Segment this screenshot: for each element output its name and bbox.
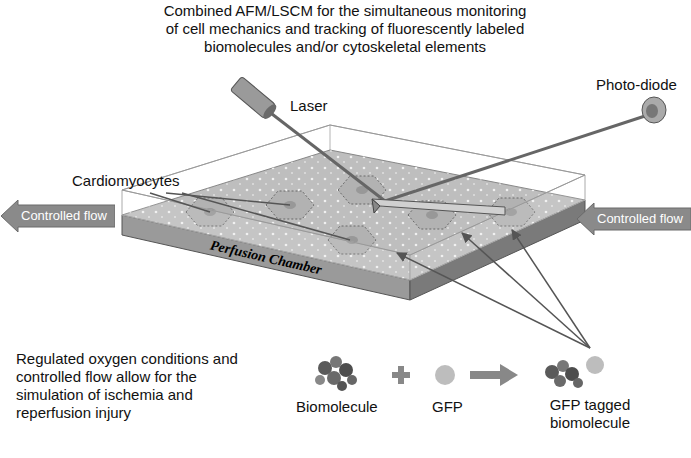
tagged-biomolecule-icon — [545, 356, 604, 388]
afm-cantilever — [372, 199, 505, 215]
note: Regulated oxygen conditions and controll… — [16, 350, 266, 422]
arrow-body — [577, 203, 691, 235]
component-label: Biomolecule — [296, 398, 378, 416]
device-label: Laser — [290, 97, 328, 115]
flow-arrow: Controlled flow — [577, 203, 691, 235]
flow-label: Controlled flow — [1, 200, 107, 223]
cell-leader-lines — [150, 193, 350, 240]
gfp-pointer-arrows — [397, 230, 590, 348]
device-label: Photo-diode — [596, 76, 677, 94]
gfp-icon — [435, 365, 455, 385]
chamber-drawing — [100, 120, 610, 320]
reflected-beam — [385, 116, 645, 201]
flow-arrow: Controlled flow — [1, 200, 115, 232]
laser-beam — [272, 114, 385, 201]
plus-sign — [392, 366, 410, 384]
title: Combined AFM/LSCM for the simultaneous m… — [160, 2, 530, 56]
cell-label: Cardiomyocytes — [72, 172, 180, 190]
arrow-body — [1, 200, 115, 232]
biomolecule-icon — [315, 356, 357, 391]
reaction-arrow — [470, 364, 518, 386]
perfusion-chamber: Perfusion Chamber — [100, 120, 610, 320]
photo-diode — [642, 97, 666, 123]
flow-label: Controlled flow — [577, 203, 683, 226]
laser-device — [230, 76, 278, 121]
component-label: GFP — [432, 398, 463, 416]
component-label: GFP tagged biomolecule — [530, 396, 650, 432]
